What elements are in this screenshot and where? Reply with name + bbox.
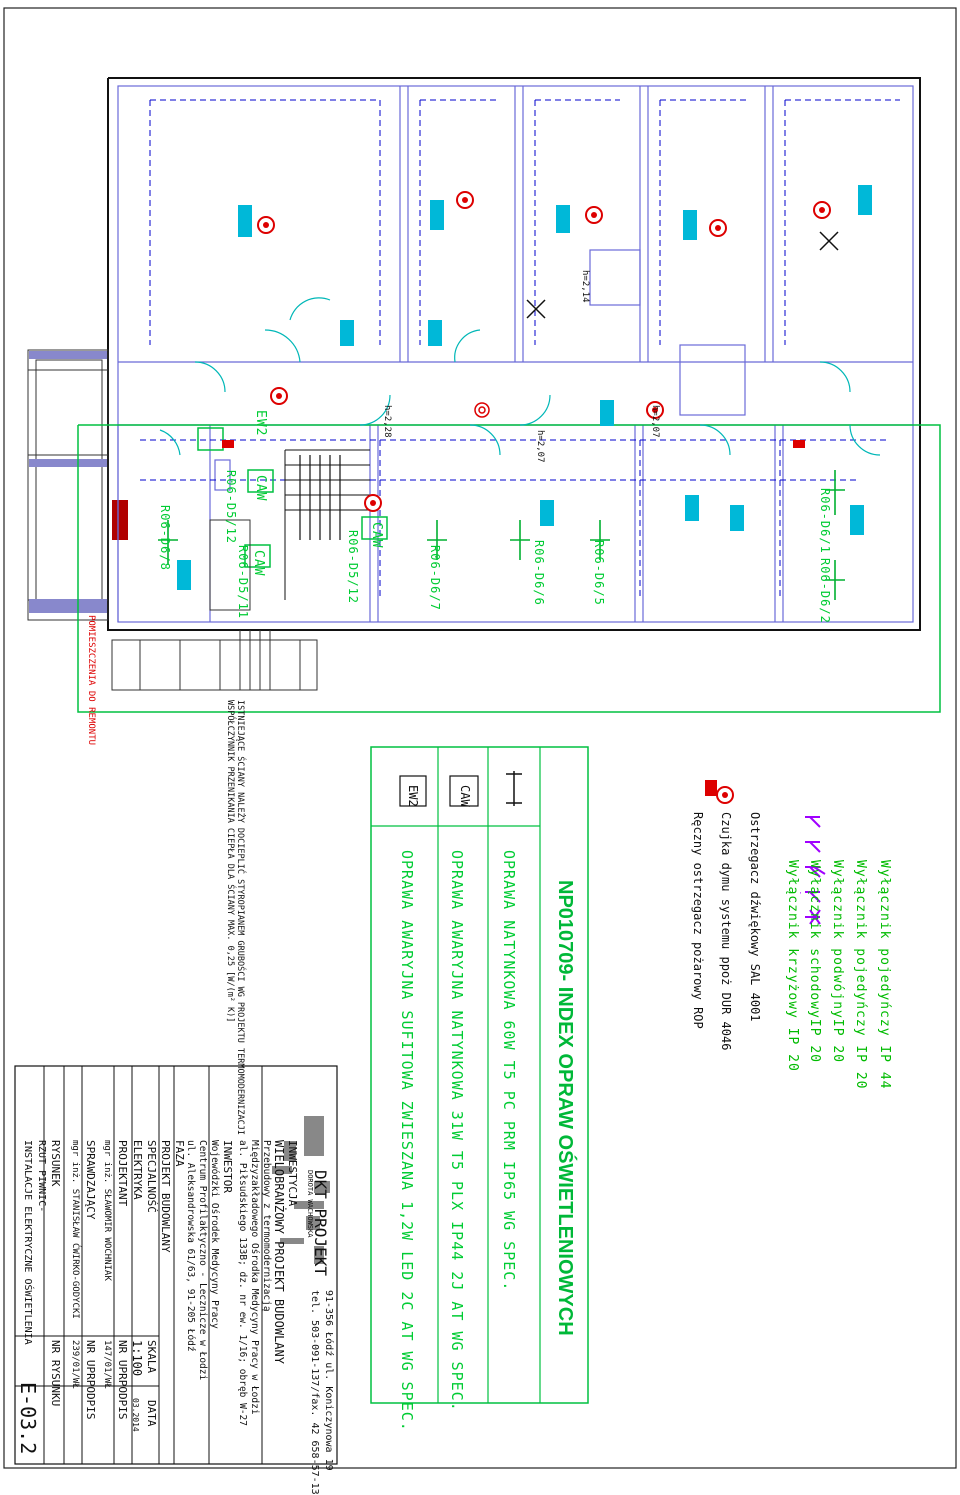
company-phone: tel. 503-091-137/fax. 42 658-57-13 xyxy=(309,1290,320,1495)
detector-legend-2: Czujka dymu systemu ppoż DUR 4046 xyxy=(719,812,733,1051)
height-label: h=2,28 xyxy=(382,405,392,438)
label-nr-rysunku: NR RYSUNKU xyxy=(49,1340,62,1407)
emergency-label: EW2 xyxy=(253,410,268,437)
inwestor-3: ul. Aleksandrowska 61/63, 91-205 Łódź xyxy=(185,1140,196,1352)
height-label: h=2,07 xyxy=(650,405,660,438)
label-data: DATA xyxy=(145,1400,158,1427)
title-block xyxy=(14,1065,338,1465)
emergency-label: CAW xyxy=(251,550,266,577)
switch-legend-5: Wyłącznik krzyżowy IP 20 xyxy=(785,860,800,1072)
circuit-label: R06-D6/2 xyxy=(818,558,832,624)
label-projektant: PROJEKTANT xyxy=(116,1140,129,1207)
fixture-legend-1: OPRAWA NATYNKOWA 60W T5 PC PRM IP65 WG S… xyxy=(500,850,518,1292)
switch-symbols xyxy=(800,816,826,925)
nr-upr-1-value: 147/01/WŁ xyxy=(102,1340,112,1389)
specjalnosc-value: ELEKTRYKA xyxy=(131,1140,144,1200)
circuit-label: R06-D6/6 xyxy=(532,540,546,606)
switch-legend-1: Wyłącznik pojedyńczy IP 44 xyxy=(877,860,892,1090)
inwestycja-2: Przebudowy z termomodernizacją xyxy=(261,1140,272,1312)
label-sprawdzajacy: SPRAWDZAJĄCY xyxy=(84,1140,97,1220)
fixture-legend-box xyxy=(370,746,589,1404)
switch-legend-2: Wyłącznik pojedyńczy IP 20 xyxy=(853,860,868,1090)
skala-value: 1:100 xyxy=(130,1340,144,1377)
label-nr-upr-2: NR UPRPODPIS xyxy=(84,1340,97,1420)
fixture-symbol-ew2: EW2 xyxy=(406,785,420,807)
inwestor-1: Wojewódzki Ośrodek Medycyny Pracy xyxy=(209,1140,220,1329)
label-nr-upr-1: NR UPRPODPIS xyxy=(116,1340,129,1420)
label-skala: SKALA xyxy=(145,1340,158,1374)
switch-legend-4: Wyłącznik schodowyIP 20 xyxy=(807,860,822,1064)
legend-title: NP010709- INDEX OPRAW OŚWIETLENIOWYCH xyxy=(554,880,576,1336)
height-label: h=2,07 xyxy=(535,430,545,463)
sprawdzajacy-value: mgr inż. STANISŁAW ĆWIRKO-GODYCKI xyxy=(70,1140,80,1319)
radiator-block xyxy=(112,500,128,540)
circuit-label: R06-D5/12 xyxy=(224,470,238,545)
stair-landing xyxy=(209,519,251,611)
lighting-circuits xyxy=(140,99,900,600)
projektant-value: mgr inż. SŁAWOMIR WOCHNIAK xyxy=(102,1140,112,1281)
label-rysunek: RYSUNEK xyxy=(49,1140,62,1187)
circuit-label: R06-D5/11 xyxy=(236,545,250,620)
renovation-note: POMIESZCZENIA DO REMONTU xyxy=(86,615,96,746)
circuit-label: R06-D6/5 xyxy=(592,540,606,606)
inwestycja-4: al. Piłsudskiego 133B; dz. nr ew. 1/16; … xyxy=(237,1140,248,1426)
smoke-detectors xyxy=(257,191,831,512)
detector-legend-1: Ostrzegacz dźwiękowy SAL 4001 xyxy=(748,812,762,1022)
label-faza: FAZA xyxy=(173,1140,186,1167)
circuit-label: R06-D6/8 xyxy=(158,505,172,571)
label-specjalnosc: SPECJALNOŚĆ xyxy=(145,1140,158,1213)
height-label: h=2,14 xyxy=(580,270,590,303)
logo-bars xyxy=(272,1116,330,1264)
fixture-symbols xyxy=(158,470,845,600)
drawing-number: E-03.2 xyxy=(16,1382,40,1455)
interior-stair xyxy=(284,449,370,600)
emergency-label: CAW xyxy=(253,475,268,502)
detector-symbols xyxy=(705,780,734,804)
sheet-frame xyxy=(3,7,957,1469)
label-inwestycja: INWESTYCJA xyxy=(286,1140,299,1207)
fixture-legend-3: OPRAWA AWARYJNA SUFITOWA ZWIESZANA 1,2W … xyxy=(398,850,416,1432)
emergency-label: CAW xyxy=(369,522,384,549)
fixture-legend-2: OPRAWA AWARYJNA NATYNKOWA 31W T5 PLX IP4… xyxy=(448,850,466,1412)
exterior-stairs xyxy=(27,349,318,691)
company-sub: DOROTA WACHOWSKA xyxy=(306,1170,314,1238)
circuit-label: R06-D5/12 xyxy=(346,530,360,605)
stair-treads xyxy=(299,455,341,540)
label-inwestor: INWESTOR xyxy=(221,1140,234,1193)
nr-upr-2-value: 239/01/WŁ xyxy=(70,1340,80,1389)
company-address: 91-356 Łódź ul. Koniczynowa 19 xyxy=(323,1290,334,1471)
circuit-label: R06-D6/7 xyxy=(428,545,442,611)
inwestycja-3: Międzyzakładowego Ośrodka Medycyny Pracy… xyxy=(249,1140,260,1415)
fire-call-points xyxy=(222,440,805,448)
ceiling-crosses xyxy=(526,231,839,319)
inwestor-2: Centrum Profilaktyczno - Lecznicze w Łod… xyxy=(197,1140,208,1381)
switch-legend-3: Wyłącznik podwójnyIP 20 xyxy=(830,860,845,1064)
fixture-symbol-caw: CAW xyxy=(458,785,472,807)
door-swings xyxy=(159,297,881,456)
faza-value: PROJEKT BUDOWLANY xyxy=(159,1140,172,1253)
circuit-label: R06-D6/1 xyxy=(818,488,832,554)
data-value: 03.2014 xyxy=(131,1398,140,1432)
fire-alarm-loop xyxy=(77,424,941,713)
rysunek-2: INSTALACJE ELEKTRYCZNE OŚWIETLENIA xyxy=(22,1140,33,1345)
inwestycja-1: WIELOBRANŻOWY PROJEKT BUDOWLANY xyxy=(272,1140,286,1364)
detector-legend-3: Ręczny ostrzegacz pożarowy ROP xyxy=(691,812,705,1029)
terrace-handrail xyxy=(29,351,107,613)
building-outline xyxy=(107,77,921,631)
rysunek-1: RZUT PIWNIC- xyxy=(36,1140,47,1213)
equipment-blocks xyxy=(177,185,872,590)
